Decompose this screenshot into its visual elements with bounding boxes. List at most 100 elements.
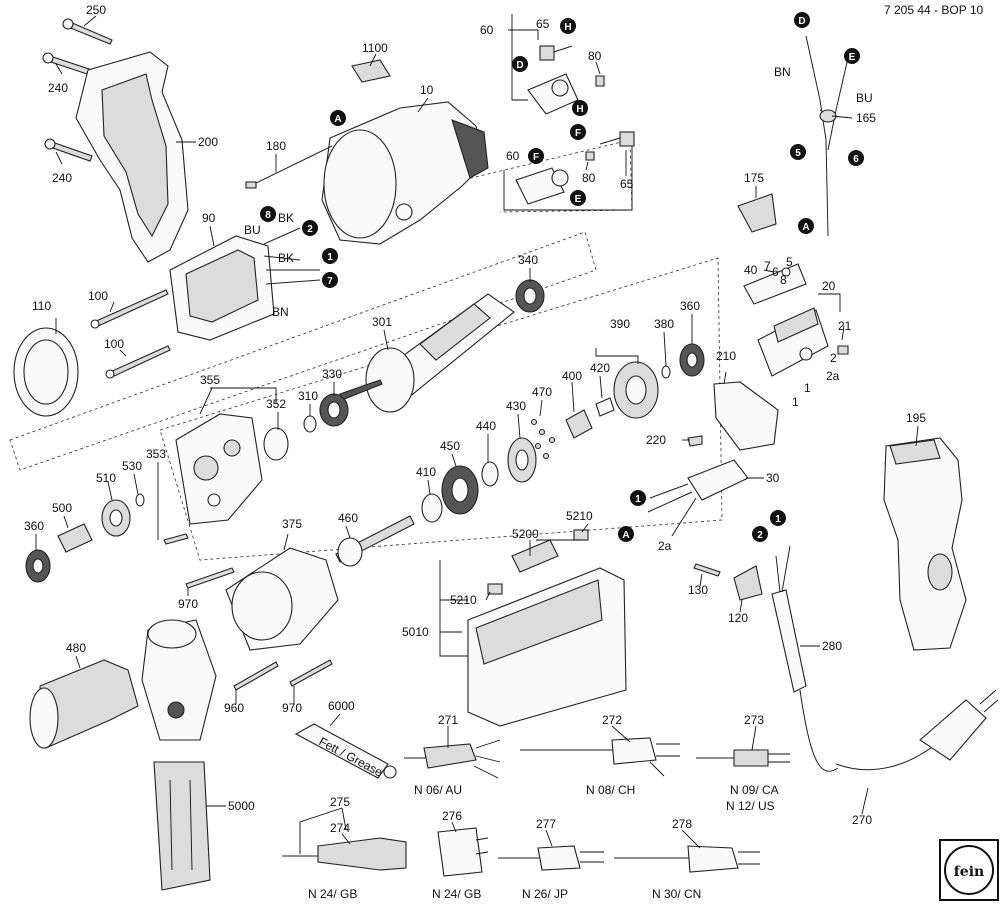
part-label: 195 bbox=[906, 411, 926, 425]
part-label: 210 bbox=[716, 349, 736, 363]
marker-d: D bbox=[794, 12, 810, 28]
plug-caption: N 09/ CA bbox=[730, 783, 779, 797]
part-label: 60 bbox=[480, 23, 494, 37]
part-label: 275 bbox=[330, 795, 350, 809]
part-label: 10 bbox=[420, 83, 434, 97]
motor-housing-10 bbox=[321, 101, 489, 245]
marker-1: 1 bbox=[770, 510, 786, 526]
part-label: 1 bbox=[792, 395, 799, 409]
part-label: 90 bbox=[202, 211, 216, 225]
part-label: 510 bbox=[96, 471, 116, 485]
part-number-labels: 250 240 240 200 1100 10 180 90 110 100 1… bbox=[24, 3, 926, 835]
wire-color-labels: BU BK BK BN BN BU bbox=[244, 65, 873, 319]
washer-530 bbox=[135, 493, 145, 507]
part-label: 460 bbox=[338, 511, 358, 525]
screw-240-bottom bbox=[44, 138, 93, 162]
part-label: 970 bbox=[178, 597, 198, 611]
part-label: 270 bbox=[852, 813, 872, 827]
part-label: 352 bbox=[266, 397, 286, 411]
plug-caption: N 26/ JP bbox=[522, 887, 568, 901]
part-label: 301 bbox=[372, 315, 392, 329]
part-label: 120 bbox=[728, 611, 748, 625]
assembly-outline-armature bbox=[9, 231, 597, 471]
carry-case-5010 bbox=[467, 567, 627, 727]
housing-half-200-inner bbox=[101, 73, 169, 238]
ring-380 bbox=[661, 365, 671, 379]
latch-5210-top bbox=[573, 529, 589, 541]
part-label: 165 bbox=[856, 111, 876, 125]
holder-175 bbox=[737, 193, 777, 233]
svg-text:2: 2 bbox=[307, 224, 313, 235]
part-label: 2 bbox=[830, 351, 837, 365]
ring-410 bbox=[421, 493, 443, 523]
part-label: 410 bbox=[416, 465, 436, 479]
part-label: 5010 bbox=[402, 625, 429, 639]
cable-clamp-120 bbox=[733, 565, 763, 601]
plug-caption: N 24/ GB bbox=[432, 887, 481, 901]
gear-430 bbox=[507, 437, 537, 483]
svg-text:D: D bbox=[516, 60, 523, 71]
fein-logo: fein bbox=[939, 839, 999, 901]
part-label: 80 bbox=[588, 49, 602, 63]
part-label: 2a bbox=[826, 369, 840, 383]
switch-pin-numbers: 7 6 5 8 bbox=[764, 255, 793, 287]
type-plate-1100 bbox=[351, 59, 391, 83]
part-label: 430 bbox=[506, 399, 526, 413]
part-label: 1100 bbox=[362, 41, 388, 55]
svg-text:A: A bbox=[334, 114, 341, 125]
plug-caption: N 12/ US bbox=[726, 799, 775, 813]
circlip-440 bbox=[481, 461, 499, 487]
part-label: 21 bbox=[838, 319, 852, 333]
svg-text:6: 6 bbox=[772, 265, 779, 279]
cable-180 bbox=[249, 145, 333, 187]
part-label: 450 bbox=[440, 439, 460, 453]
marker-7: 7 bbox=[322, 272, 338, 288]
capacitor-65-top bbox=[539, 45, 573, 61]
svg-text:E: E bbox=[575, 194, 582, 205]
washer-310 bbox=[303, 415, 317, 433]
svg-text:1: 1 bbox=[775, 514, 781, 525]
plug-caption: N 06/ AU bbox=[414, 783, 462, 797]
part-label: 272 bbox=[602, 713, 622, 727]
screw-21 bbox=[837, 345, 849, 355]
part-label: 220 bbox=[646, 433, 666, 447]
marker-a: A bbox=[798, 218, 814, 234]
part-label: 110 bbox=[32, 299, 51, 313]
svg-text:1: 1 bbox=[635, 494, 641, 505]
svg-text:D: D bbox=[798, 16, 805, 27]
wire-label: BN bbox=[272, 305, 289, 319]
marker-e: E bbox=[844, 48, 860, 64]
bearing-360-right bbox=[679, 343, 705, 377]
part-label: 500 bbox=[52, 501, 72, 515]
part-label: 470 bbox=[532, 385, 552, 399]
marker-1: 1 bbox=[630, 490, 646, 506]
svg-text:5: 5 bbox=[795, 148, 801, 159]
part-label: 2a bbox=[658, 539, 672, 553]
document-code: 7 205 44 - BOP 10 bbox=[884, 3, 984, 17]
svg-text:A: A bbox=[802, 222, 809, 233]
part-label: 360 bbox=[24, 519, 44, 533]
part-label: 40 bbox=[744, 263, 758, 277]
chuck-480 bbox=[29, 659, 139, 749]
part-label: 355 bbox=[200, 373, 220, 387]
bracket-60-top bbox=[511, 14, 528, 101]
part-label: 130 bbox=[688, 583, 708, 597]
part-label: 276 bbox=[442, 809, 462, 823]
screw-130 bbox=[693, 563, 721, 577]
svg-text:8: 8 bbox=[265, 210, 271, 221]
bracket-60-bottom bbox=[503, 132, 633, 211]
connection-markers: A 8 2 1 7 H D H F F E D E 5 6 A 1 A 2 1 bbox=[260, 12, 864, 542]
part-label: 280 bbox=[822, 639, 842, 653]
leader-lines bbox=[35, 15, 919, 854]
suppressor-30 bbox=[647, 459, 749, 537]
part-label: 277 bbox=[536, 817, 556, 831]
grease-tube-6000 bbox=[294, 723, 397, 779]
svg-text:F: F bbox=[533, 152, 539, 163]
cable-180-terminal bbox=[245, 181, 257, 189]
part-label: 30 bbox=[766, 471, 780, 485]
part-label: 65 bbox=[620, 177, 634, 191]
logo-text: fein bbox=[954, 864, 984, 880]
plug-caption: N 24/ GB bbox=[308, 887, 357, 901]
part-label: 6000 bbox=[328, 699, 355, 713]
